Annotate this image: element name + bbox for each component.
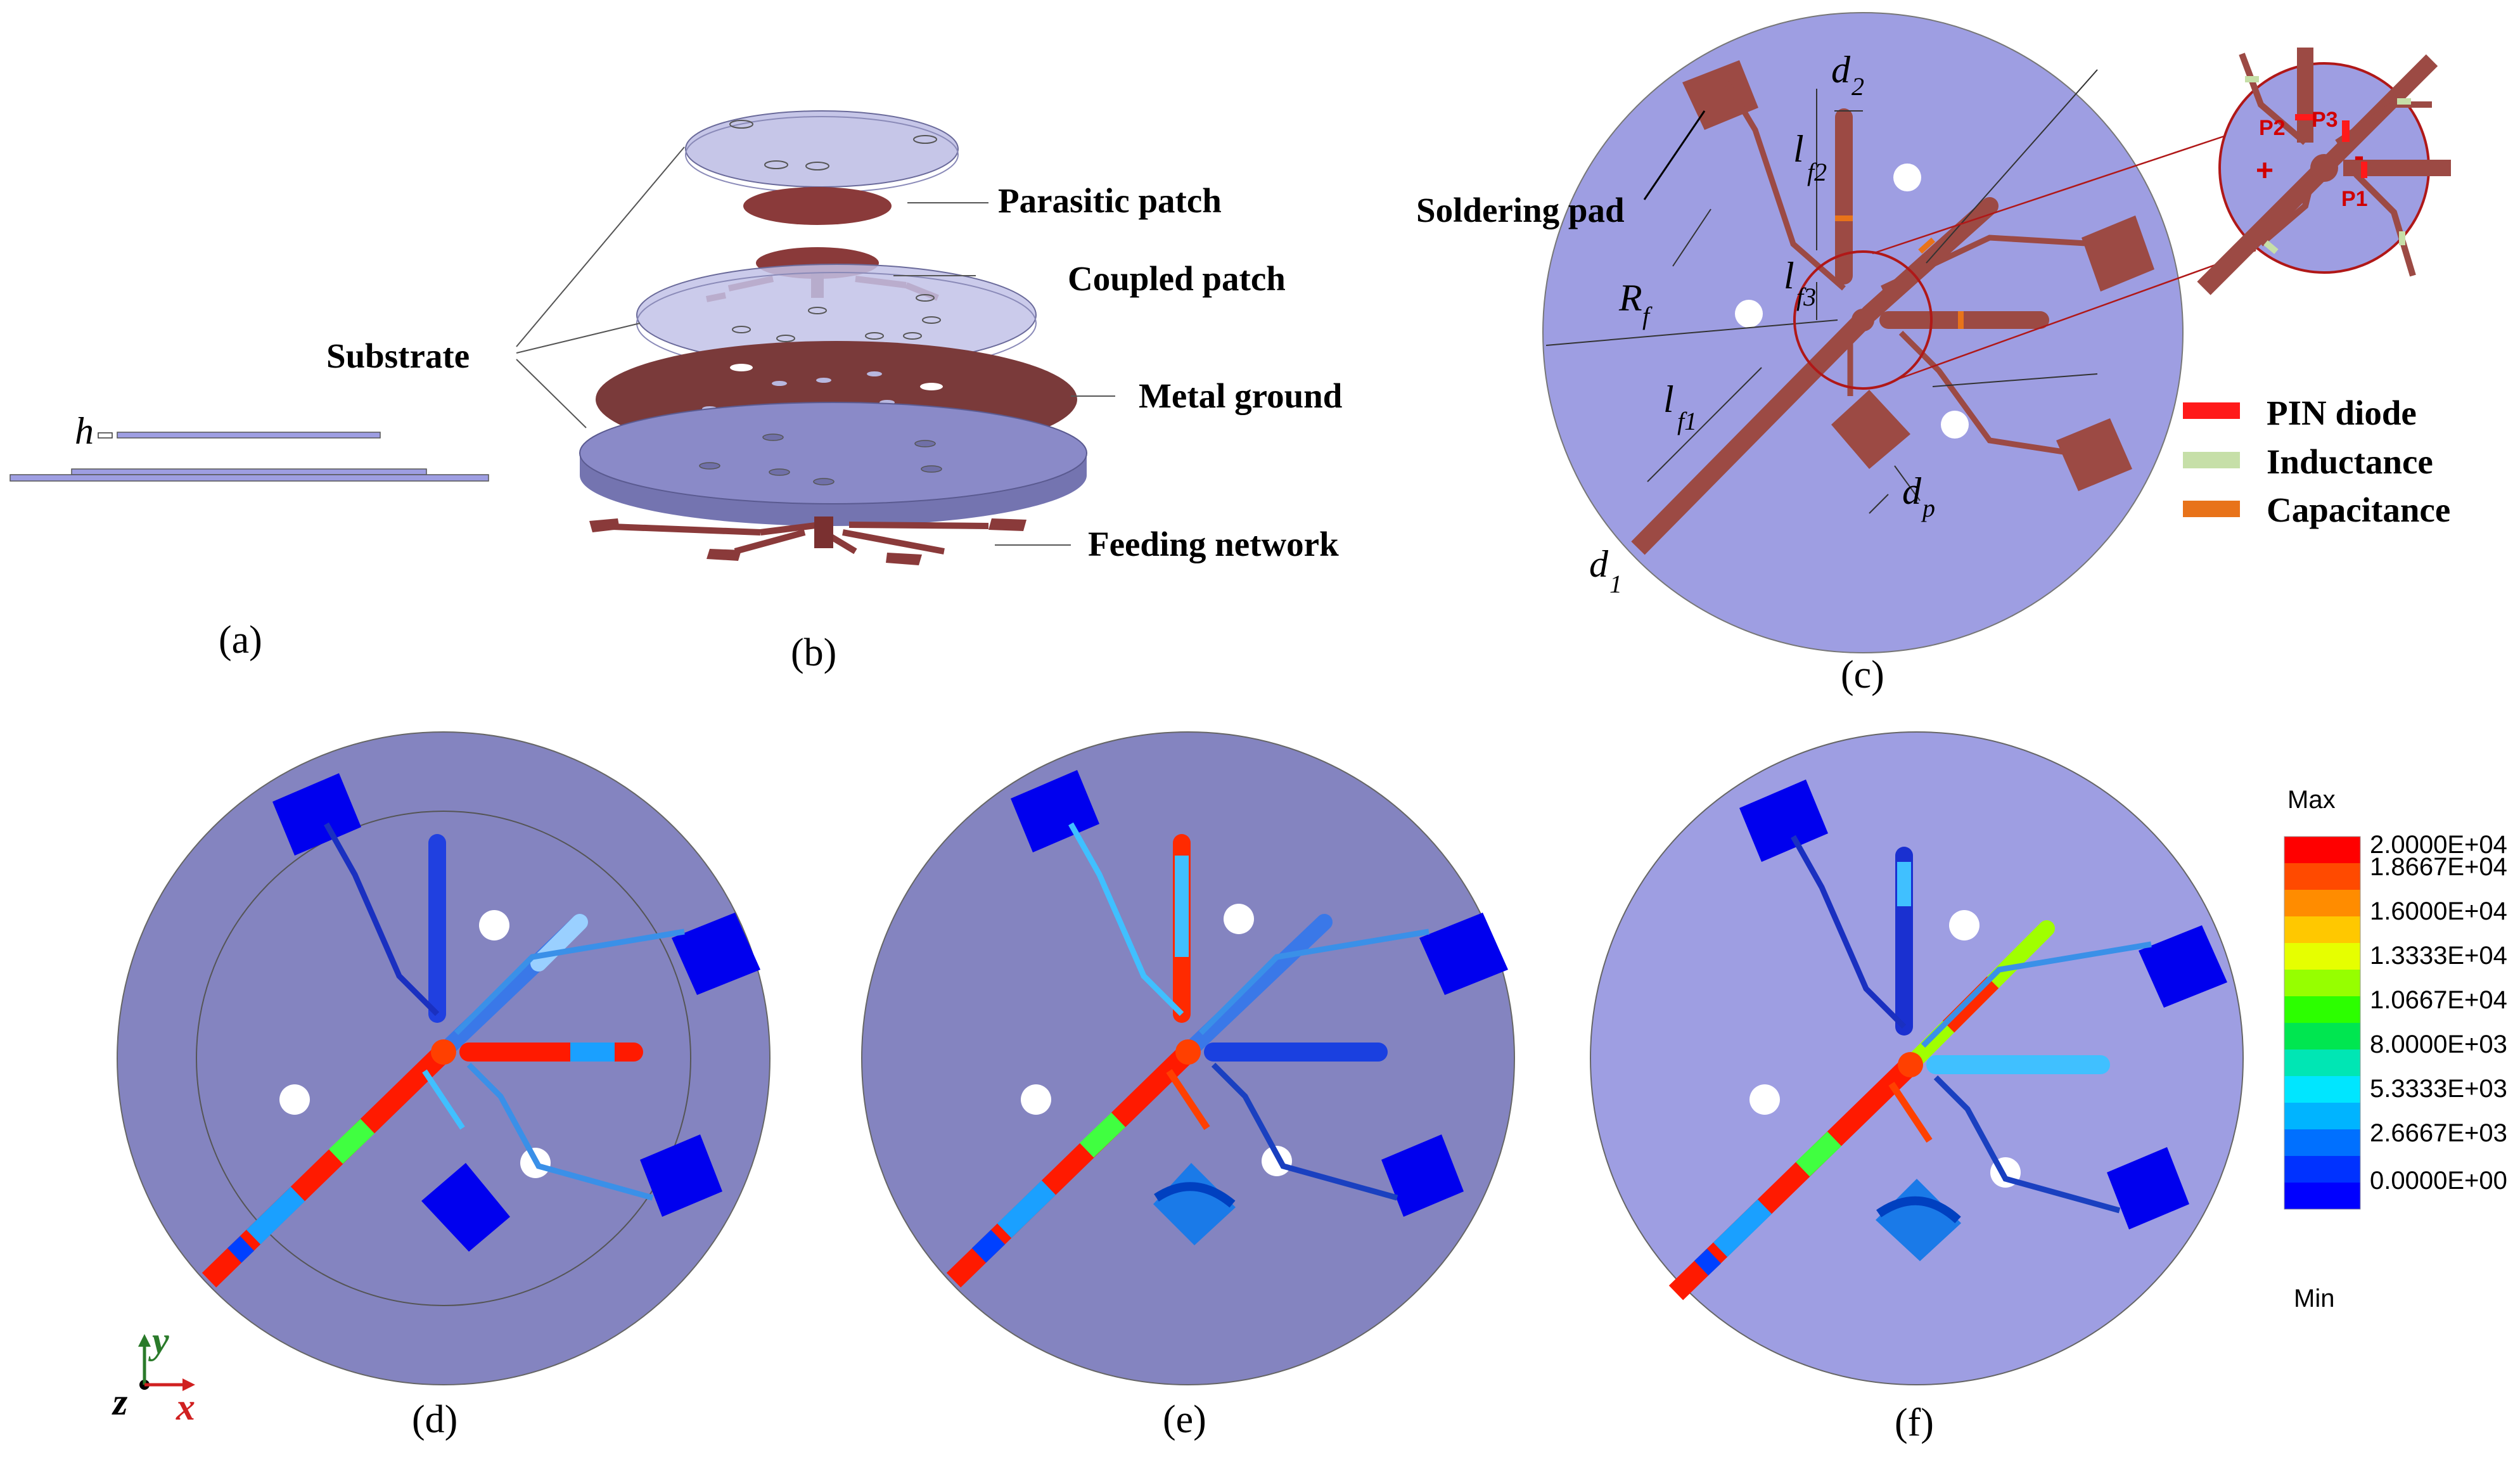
colorbar: Max 2.0000E+041.8667E+04 1.6000E+04 1.3333… xyxy=(2284,786,2507,1312)
axis-y-label: y xyxy=(148,1319,169,1361)
colorbar-tick-label: 2.0000E+04 xyxy=(2370,831,2507,859)
dim-lf3-base: l xyxy=(1784,255,1794,297)
pin-diode-label: PIN diode xyxy=(2267,394,2417,432)
panel-e-label: (e) xyxy=(1163,1398,1206,1441)
colorbar-cell xyxy=(2284,1076,2360,1103)
dim-lf2-base: l xyxy=(1793,128,1804,170)
panel-d-label: (d) xyxy=(412,1398,457,1441)
colorbar-cell xyxy=(2284,916,2360,944)
port-p2-label: P2 xyxy=(2259,116,2286,140)
colorbar-tick-label: 0.0000E+00 xyxy=(2370,1167,2507,1195)
colorbar-cell xyxy=(2284,1183,2360,1210)
colorbar-tick-label: 1.8667E+04 xyxy=(2370,853,2507,881)
colorbar-cells xyxy=(2284,837,2360,1210)
inductance-swatch xyxy=(2183,452,2240,468)
axis-z-label: z xyxy=(112,1381,128,1423)
colorbar-cell xyxy=(2284,1156,2360,1183)
dim-d1-sub: 1 xyxy=(1609,570,1622,598)
port-p1-label: P1 xyxy=(2341,187,2368,211)
pin-diode-swatch xyxy=(2183,402,2240,419)
port-plus-label: + xyxy=(2256,154,2274,188)
panel-b-label: (b) xyxy=(791,631,836,674)
panel-d-current-distribution: y z x (d) xyxy=(112,731,771,1441)
colorbar-tick-label: 2.6667E+03 xyxy=(2370,1119,2507,1147)
dim-lf1-base: l xyxy=(1663,378,1674,420)
colorbar-tick-label: 5.3333E+03 xyxy=(2370,1075,2507,1103)
capacitance-label: Capacitance xyxy=(2267,491,2450,529)
capacitance-swatch xyxy=(2183,501,2240,517)
panel-c-feed-layout: P2 P3 P1 + - Soldering pad d 2 l f2 l f3… xyxy=(1416,12,2451,696)
colorbar-cell xyxy=(2284,943,2360,970)
dim-lf1-sub: f1 xyxy=(1677,407,1697,435)
metal-ground-label: Metal ground xyxy=(1139,376,1342,415)
substrate-label: Substrate xyxy=(326,337,470,375)
dim-d1-base: d xyxy=(1589,543,1609,585)
panel-b-exploded-view: Parasitic patch Coupled patch Substrate … xyxy=(326,110,1342,674)
coupled-patch-label: Coupled patch xyxy=(1068,259,1286,298)
colorbar-cell xyxy=(2284,970,2360,997)
inductance-label: Inductance xyxy=(2267,442,2433,481)
colorbar-cell xyxy=(2284,1049,2360,1077)
colorbar-ticks: 2.0000E+041.8667E+04 1.6000E+04 1.3333E+04… xyxy=(2370,831,2507,1195)
dim-dp-base: d xyxy=(1902,470,1922,512)
colorbar-max-label: Max xyxy=(2287,786,2336,814)
colorbar-tick-label: 1.0667E+04 xyxy=(2370,986,2507,1014)
panel-a-side-view: h (a) xyxy=(10,410,489,662)
port-minus-label: - xyxy=(2354,139,2364,173)
dim-lf3-sub: f3 xyxy=(1796,283,1816,311)
colorbar-cell xyxy=(2284,1129,2360,1157)
dim-dp-sub: p xyxy=(1921,494,1935,522)
dim-rf-base: R xyxy=(1618,277,1642,319)
port-p3-label: P3 xyxy=(2312,108,2338,132)
panel-f-current-distribution: (f) xyxy=(1590,731,2244,1444)
colorbar-cell xyxy=(2284,1023,2360,1050)
feeding-network-label: Feeding network xyxy=(1088,525,1339,563)
colorbar-cell xyxy=(2284,837,2360,864)
soldering-pad-label: Soldering pad xyxy=(1416,191,1625,229)
thickness-label: h xyxy=(75,410,94,452)
colorbar-tick-label: 8.0000E+03 xyxy=(2370,1030,2507,1058)
dim-lf2-sub: f2 xyxy=(1807,158,1827,186)
colorbar-cell xyxy=(2284,863,2360,890)
panel-c-label: (c) xyxy=(1841,653,1884,696)
dim-d2-sub: 2 xyxy=(1852,72,1864,101)
colorbar-cell xyxy=(2284,1103,2360,1130)
panel-f-label: (f) xyxy=(1895,1401,1934,1444)
parasitic-patch-label: Parasitic patch xyxy=(998,181,1222,220)
colorbar-tick-label: 1.6000E+04 xyxy=(2370,897,2507,925)
colorbar-cell xyxy=(2284,890,2360,917)
panel-e-current-distribution: (e) xyxy=(861,731,1515,1441)
colorbar-cell xyxy=(2284,996,2360,1024)
colorbar-tick-label: 1.3333E+04 xyxy=(2370,942,2507,970)
axis-x-label: x xyxy=(176,1386,195,1428)
dim-d2-base: d xyxy=(1831,49,1851,91)
colorbar-min-label: Min xyxy=(2294,1285,2334,1312)
panel-a-label: (a) xyxy=(219,619,262,662)
